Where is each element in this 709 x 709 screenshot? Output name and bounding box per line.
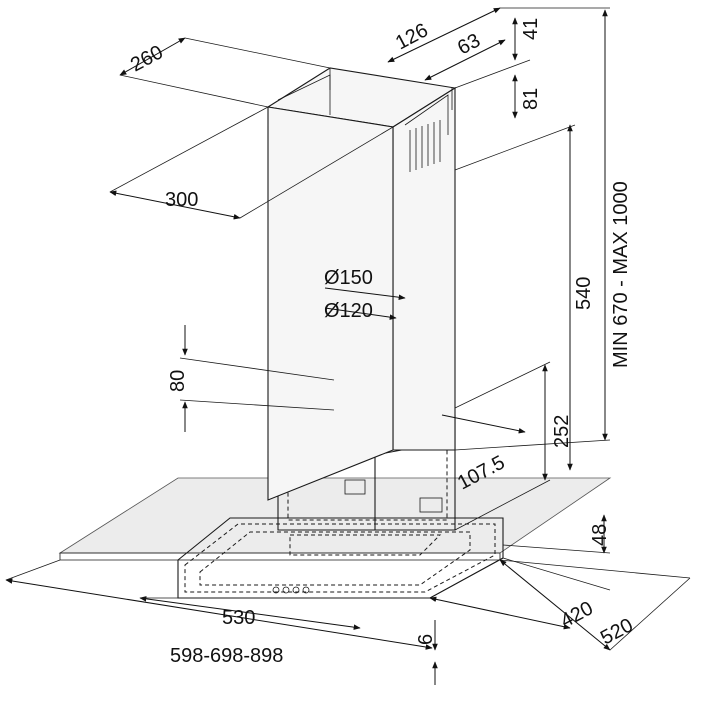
dim-label-outlet-half: 63 <box>454 30 484 60</box>
dimension-lines <box>5 7 691 685</box>
dim-label-overall-width: 598-698-898 <box>170 645 283 667</box>
dim-label-bracket: 81 <box>520 88 542 110</box>
dim-label-outlet-offset: 126 <box>392 19 432 54</box>
dim-label-duct-120: Ø120 <box>324 300 373 322</box>
dim-label-collar-height: 80 <box>167 370 189 392</box>
chimney-vent-slots <box>409 120 441 172</box>
dim-label-chimney-width: 300 <box>165 189 198 211</box>
dim-label-lower-chimney: 540 <box>573 277 595 310</box>
dim-label-top-gap: 41 <box>520 18 542 40</box>
chimney <box>266 67 457 501</box>
dim-label-duct-150: Ø150 <box>324 267 373 289</box>
dim-label-canopy-height: 48 <box>589 524 611 546</box>
dim-label-chimney-depth: 260 <box>127 41 167 76</box>
dim-label-motor-height: 252 <box>551 415 573 448</box>
dim-label-base-depth: 420 <box>557 597 597 632</box>
glass-canopy <box>58 477 612 561</box>
dim-label-base-width: 530 <box>222 607 255 629</box>
dim-label-glass-thickness: 6 <box>415 634 437 645</box>
dim-label-total-height: MIN 670 - MAX 1000 <box>610 181 632 368</box>
